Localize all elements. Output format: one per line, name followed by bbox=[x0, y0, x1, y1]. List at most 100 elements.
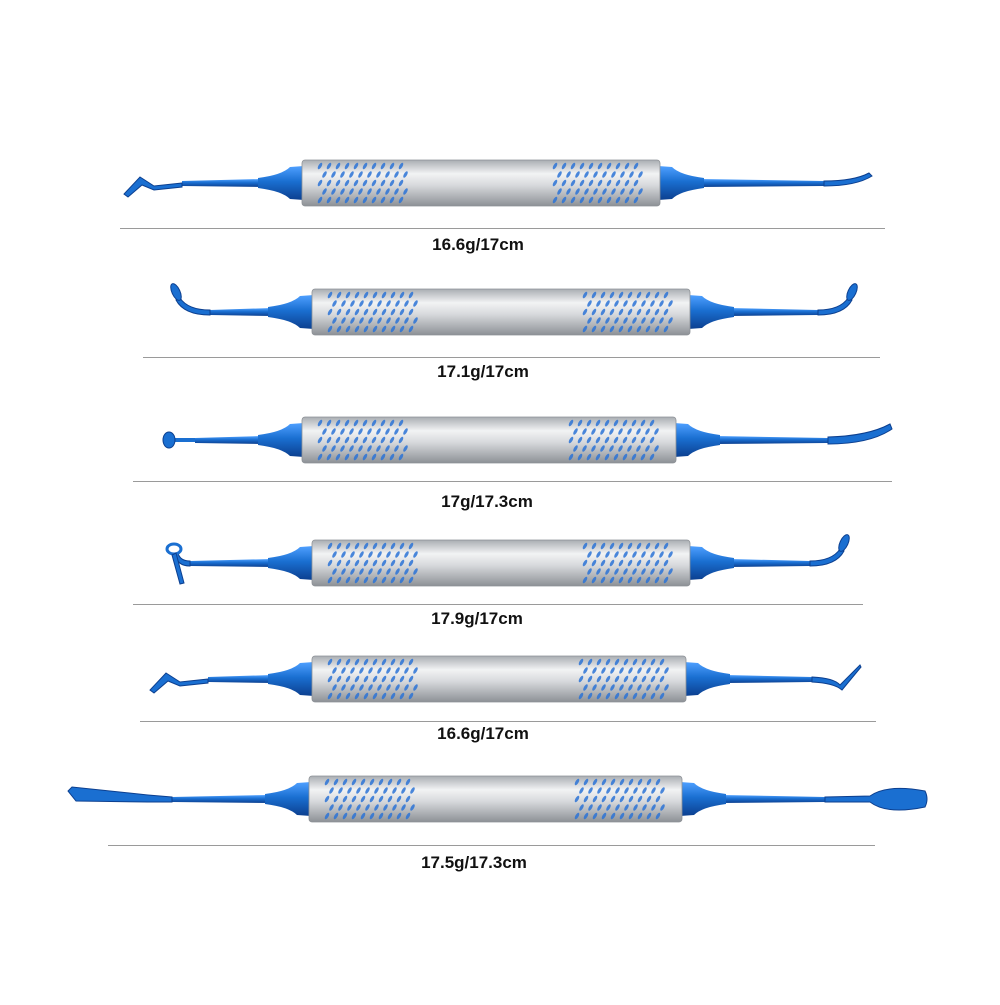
grip-slot bbox=[645, 291, 651, 299]
grip-slot bbox=[570, 196, 576, 204]
grip-slot bbox=[408, 692, 414, 700]
grip-slot bbox=[591, 428, 596, 435]
grip-slot bbox=[340, 428, 345, 435]
grip-slot bbox=[405, 812, 411, 820]
grip-slot bbox=[591, 445, 596, 452]
looped-spoon-blade bbox=[171, 552, 185, 585]
grip-slot bbox=[561, 179, 567, 187]
grip-slot bbox=[632, 658, 638, 666]
grip-slot bbox=[584, 171, 589, 178]
grip-slot bbox=[600, 542, 606, 550]
grip-slot bbox=[326, 419, 332, 427]
grip-slot bbox=[342, 812, 348, 820]
grip-slot bbox=[376, 428, 381, 435]
grip-slot bbox=[582, 308, 588, 316]
instrument-3 bbox=[162, 416, 893, 464]
grip-slot bbox=[390, 559, 396, 567]
grip-slot bbox=[378, 812, 384, 820]
grip-slot bbox=[613, 436, 619, 444]
grip-slot bbox=[372, 325, 378, 333]
grip-slot bbox=[374, 787, 379, 794]
grip-slot bbox=[660, 804, 665, 811]
grip-slot bbox=[399, 658, 405, 666]
grip-slot bbox=[650, 300, 655, 307]
grip-slot bbox=[347, 804, 352, 811]
grip-slot bbox=[552, 179, 558, 187]
grip-slot bbox=[628, 795, 634, 803]
grip-slot bbox=[609, 291, 615, 299]
grip-slot bbox=[629, 188, 634, 195]
grip-slot bbox=[363, 559, 369, 567]
grip-slot bbox=[326, 453, 332, 461]
grip-slot bbox=[668, 317, 673, 324]
grip-slot bbox=[591, 542, 597, 550]
grip-slot bbox=[381, 308, 387, 316]
grip-slot bbox=[561, 162, 567, 170]
grip-slot bbox=[627, 428, 632, 435]
grip-slot bbox=[587, 551, 592, 558]
grip-slot bbox=[381, 692, 387, 700]
hooked-spoon-spoon bbox=[170, 283, 182, 301]
grip-slot bbox=[394, 171, 399, 178]
grip-slot bbox=[332, 551, 337, 558]
grip-slot bbox=[389, 162, 395, 170]
grip-slot bbox=[351, 778, 357, 786]
grip-slot bbox=[389, 436, 395, 444]
grip-slot bbox=[332, 568, 337, 575]
left-ferrule bbox=[265, 782, 311, 816]
grip-slot bbox=[351, 812, 357, 820]
grip-slot bbox=[404, 684, 409, 691]
grip-slot bbox=[372, 291, 378, 299]
grip-slot bbox=[374, 804, 379, 811]
grip-slot bbox=[398, 453, 404, 461]
grip-slot bbox=[636, 445, 641, 452]
grip-slot bbox=[395, 317, 400, 324]
grip-slot bbox=[659, 675, 665, 683]
left-ferrule bbox=[268, 662, 314, 696]
grip-slot bbox=[336, 675, 342, 683]
grip-slot bbox=[587, 658, 593, 666]
grip-slot bbox=[368, 300, 373, 307]
grip-slot bbox=[659, 317, 664, 324]
grip-slot bbox=[615, 787, 620, 794]
grip-slot bbox=[398, 419, 404, 427]
grip-slot bbox=[609, 325, 615, 333]
steel-handle bbox=[301, 159, 661, 207]
grip-slot bbox=[627, 559, 633, 567]
grip-slot bbox=[613, 419, 619, 427]
grip-slot bbox=[668, 568, 673, 575]
grip-slot bbox=[362, 162, 368, 170]
grip-slot bbox=[596, 692, 602, 700]
grip-slot bbox=[614, 568, 619, 575]
grip-slot bbox=[340, 445, 345, 452]
grip-slot bbox=[619, 795, 625, 803]
grip-slot bbox=[609, 576, 615, 584]
left-shaft bbox=[182, 179, 262, 187]
grip-slot bbox=[377, 568, 382, 575]
grip-slot bbox=[636, 576, 642, 584]
grip-slot bbox=[385, 428, 390, 435]
right-shaft bbox=[730, 559, 810, 567]
grip-slot bbox=[381, 658, 387, 666]
grip-slot bbox=[367, 171, 372, 178]
grip-slot bbox=[317, 179, 323, 187]
left-shaft bbox=[210, 308, 272, 316]
weight-length-caption: 17.5g/17.3cm bbox=[421, 853, 527, 872]
grip-slot bbox=[600, 325, 606, 333]
grip-slot bbox=[582, 576, 588, 584]
grip-slot bbox=[619, 812, 625, 820]
grip-slot bbox=[631, 436, 637, 444]
grip-slot bbox=[358, 171, 363, 178]
grip-slot bbox=[632, 568, 637, 575]
grip-slot bbox=[622, 436, 628, 444]
grip-slot bbox=[332, 300, 337, 307]
grip-slot bbox=[597, 196, 603, 204]
grip-slot bbox=[641, 300, 646, 307]
grip-slot bbox=[359, 300, 364, 307]
grip-slot bbox=[633, 804, 638, 811]
grip-slot bbox=[399, 325, 405, 333]
grip-slot bbox=[390, 325, 396, 333]
grip-slot bbox=[342, 778, 348, 786]
grip-slot bbox=[588, 196, 594, 204]
grip-slot bbox=[356, 804, 361, 811]
